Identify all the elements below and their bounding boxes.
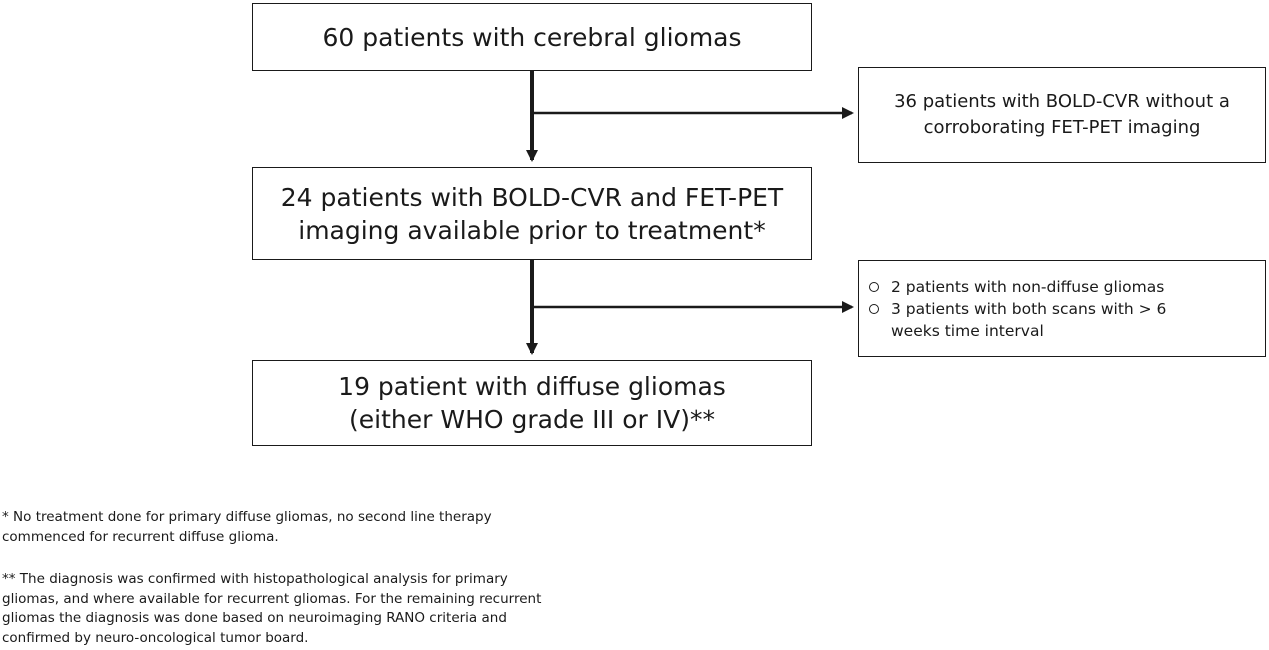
exclusion-list-item: 3 patients with both scans with > 6 week… [869, 298, 1166, 342]
footnote-text: gliomas, and where available for recurre… [2, 590, 542, 607]
exclusion-box-criteria: 2 patients with non-diffuse gliomas 3 pa… [858, 260, 1266, 357]
footnote-text: confirmed by neuro-oncological tumor boa… [2, 629, 309, 646]
exclusion-text: corroborating FET-PET imaging [923, 117, 1201, 138]
footnote-diagnosis: ** The diagnosis was confirmed with hist… [2, 570, 562, 648]
flow-box-both-imaging: 24 patients with BOLD-CVR and FET-PET im… [252, 167, 812, 260]
exclusion-list: 2 patients with non-diffuse gliomas 3 pa… [859, 276, 1166, 342]
circle-bullet-icon [869, 303, 879, 314]
exclusion-text: weeks time interval [891, 321, 1044, 340]
footnote-text: * No treatment done for primary diffuse … [2, 509, 492, 525]
footnote-treatment: * No treatment done for primary diffuse … [2, 508, 562, 547]
exclusion-text: 3 patients with both scans with > 6 [891, 299, 1167, 318]
flow-box-text: imaging available prior to treatment* [298, 215, 766, 245]
flow-box-diffuse-gliomas: 19 patient with diffuse gliomas (either … [252, 360, 812, 446]
flow-box-text: 60 patients with cerebral gliomas [322, 22, 742, 52]
footnote-text: commenced for recurrent diffuse glioma. [2, 528, 279, 545]
footnote-text: ** The diagnosis was confirmed with hist… [2, 571, 508, 587]
exclusion-text: 36 patients with BOLD-CVR without a [894, 91, 1230, 112]
exclusion-text: 2 patients with non-diffuse gliomas [891, 277, 1165, 296]
flow-box-text: 24 patients with BOLD-CVR and FET-PET [280, 182, 784, 212]
flow-box-text: (either WHO grade III or IV)** [349, 405, 715, 434]
flow-box-total-patients: 60 patients with cerebral gliomas [252, 3, 812, 71]
exclusion-list-item: 2 patients with non-diffuse gliomas [869, 276, 1166, 298]
circle-bullet-icon [869, 281, 879, 292]
flow-box-text: 19 patient with diffuse gliomas [338, 372, 726, 401]
exclusion-box-no-fet-pet: 36 patients with BOLD-CVR without a corr… [858, 67, 1266, 163]
footnote-text: gliomas the diagnosis was done based on … [2, 610, 507, 626]
